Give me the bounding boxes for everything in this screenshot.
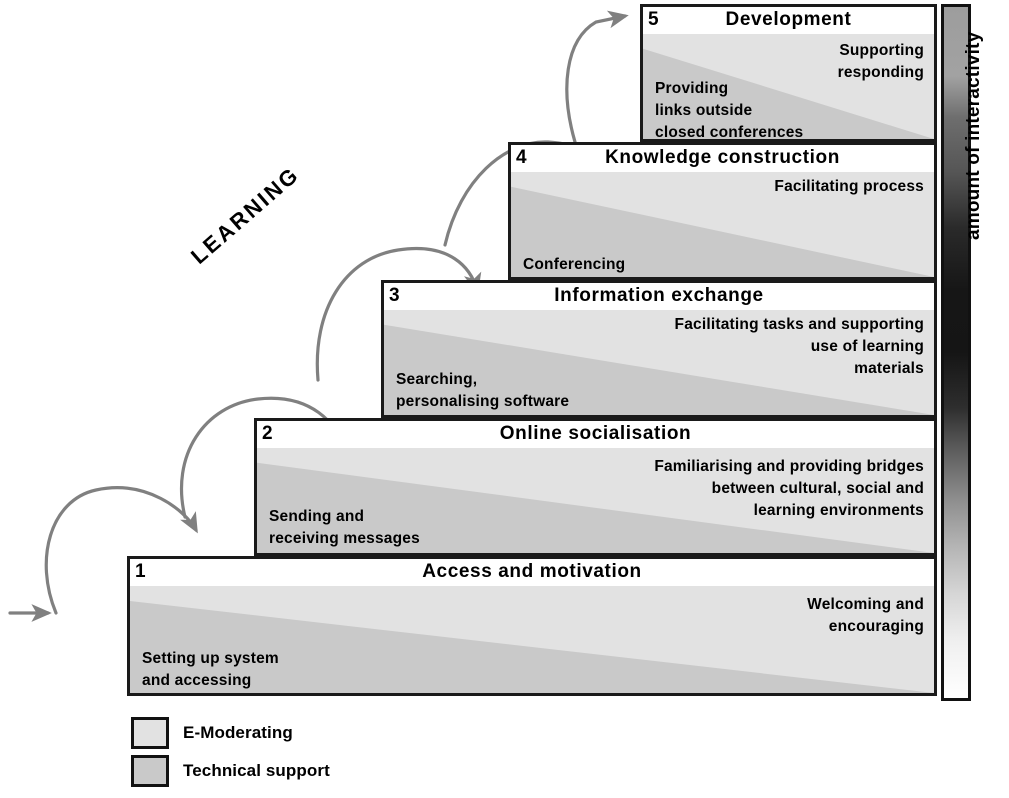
stage-2-moderating-text: Familiarising and providing bridges betw… — [654, 458, 924, 519]
stage-box-1[interactable]: 1 Access and motivation Welcoming and en… — [127, 556, 937, 696]
stage-3-title: Information exchange — [554, 285, 764, 306]
stage-4-header: 4 Knowledge construction — [511, 145, 934, 172]
stage-5-title: Development — [725, 9, 852, 30]
stage-4-title: Knowledge construction — [605, 147, 840, 168]
legend-swatch-e-moderating — [131, 717, 169, 749]
stage-box-3[interactable]: 3 Information exchange Facilitating task… — [381, 280, 937, 418]
stage-3-moderating-text: Facilitating tasks and supporting use of… — [674, 316, 924, 377]
interactivity-gradient-fill — [944, 7, 968, 698]
arrow-into-stage-5 — [565, 10, 629, 144]
stage-5-header: 5 Development — [643, 7, 934, 34]
stage-box-4[interactable]: 4 Knowledge construction Facilitating pr… — [508, 142, 937, 280]
legend-swatch-technical-support — [131, 755, 169, 787]
legend-item-technical-support: Technical support — [131, 752, 330, 790]
stage-4-moderating-text: Facilitating process — [774, 178, 924, 195]
stage-3-technical-text: Searching, personalising software — [396, 371, 570, 410]
stage-5-number: 5 — [648, 9, 659, 30]
stage-1-body: Welcoming and encouraging Setting up sys… — [130, 586, 934, 693]
legend-label-technical-support: Technical support — [183, 761, 330, 780]
interactivity-axis-label: amount of interactivity — [963, 31, 984, 240]
legend-label-e-moderating: E-Moderating — [183, 723, 293, 742]
stage-3-header: 3 Information exchange — [384, 283, 934, 310]
stage-5-moderating-text: Supporting responding — [837, 42, 924, 81]
stage-2-title: Online socialisation — [499, 423, 692, 444]
stage-box-2[interactable]: 2 Online socialisation Familiarising and… — [254, 418, 937, 556]
stage-box-5[interactable]: 5 Development Supporting responding Prov… — [640, 4, 937, 142]
stage-2-header: 2 Online socialisation — [257, 421, 934, 448]
legend-item-e-moderating: E-Moderating — [131, 714, 330, 752]
stage-1-technical-text: Setting up system and accessing — [142, 650, 279, 689]
stage-1-title: Access and motivation — [422, 561, 642, 582]
stage-2-technical-text: Sending and receiving messages — [269, 508, 420, 547]
stage-1-header: 1 Access and motivation — [130, 559, 934, 586]
stage-1-moderating-text: Welcoming and encouraging — [807, 596, 924, 635]
stage-5-technical-text: Providing links outside closed conferenc… — [655, 80, 804, 139]
stage-3-body: Facilitating tasks and supporting use of… — [384, 310, 934, 415]
stage-2-body: Familiarising and providing bridges betw… — [257, 448, 934, 553]
learning-label: LEARNING — [186, 161, 305, 269]
stage-4-technical-text: Conferencing — [523, 256, 626, 273]
stage-4-body: Facilitating process Conferencing — [511, 172, 934, 277]
legend: E-Moderating Technical support — [131, 714, 330, 790]
stage-5-body: Supporting responding Providing links ou… — [643, 34, 934, 139]
interactivity-gradient-bar — [941, 4, 971, 701]
